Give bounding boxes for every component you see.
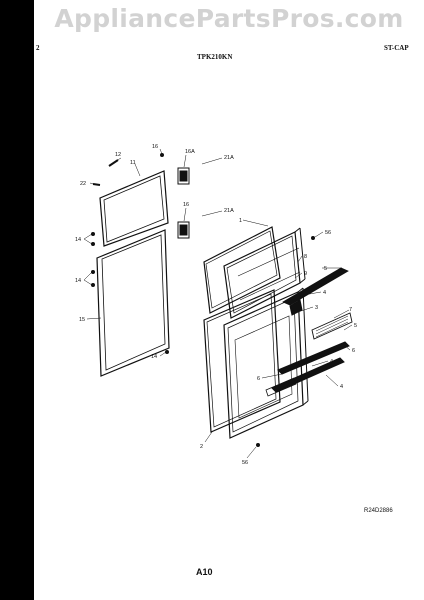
screw-12: [108, 159, 119, 167]
callout-label: 11: [130, 160, 136, 166]
freezer-door-assembly: [203, 226, 306, 319]
callout-label: 1: [239, 218, 242, 224]
callout-label: 6: [257, 376, 260, 382]
callout-label: 15: [79, 317, 85, 323]
callout-label: 16A: [185, 149, 195, 155]
fresh-food-door-assembly: [203, 287, 309, 439]
callout-label: 2: [200, 444, 203, 450]
screw-14-a: [91, 232, 95, 246]
screw-56-bottom: [256, 443, 260, 447]
callout-label: 16: [183, 202, 189, 208]
drawing-code: R24D2886: [364, 508, 393, 514]
callout-label: 5: [324, 266, 327, 272]
hinge-cover-lower: [177, 221, 190, 239]
model-number: TPK210KN: [197, 53, 233, 61]
callout-label: 9: [304, 271, 307, 277]
fresh-food-door-gasket: [96, 229, 170, 377]
callout-label: 6: [352, 348, 355, 354]
callout-label: 22: [80, 181, 86, 187]
callout-label: 14: [75, 278, 81, 284]
leader-lines: [83, 148, 353, 459]
screw-56-top: [311, 236, 315, 240]
callout-label: 21A: [224, 208, 234, 214]
figure-code: A10: [196, 567, 213, 577]
screw-14-c: [165, 350, 169, 354]
callout-label: 16: [152, 144, 158, 150]
callout-label: 56: [242, 460, 248, 466]
callout-label: 4: [340, 384, 343, 390]
page-number: 2: [36, 44, 40, 52]
callout-label: 14: [151, 354, 157, 360]
screw-14-b: [91, 270, 95, 287]
hinge-cover-upper: [177, 167, 190, 185]
callout-label: 5: [354, 323, 357, 329]
callout-label: 56: [325, 230, 331, 236]
door-shelf-lower: [265, 341, 350, 397]
callout-label: 8: [304, 254, 307, 260]
callout-label: 3: [315, 305, 318, 311]
callout-label: 7: [349, 307, 352, 313]
callout-label: 4: [323, 290, 326, 296]
callout-label: 4: [330, 359, 333, 365]
callout-label: 12: [115, 152, 121, 158]
door-shelf-grille: [311, 312, 353, 340]
callout-label: 14: [75, 237, 81, 243]
category-code: ST-CAP: [384, 44, 409, 52]
callout-label: 21A: [224, 155, 234, 161]
freezer-door-gasket: [99, 170, 169, 247]
watermark: AppliancePartsPros.com: [54, 4, 404, 33]
